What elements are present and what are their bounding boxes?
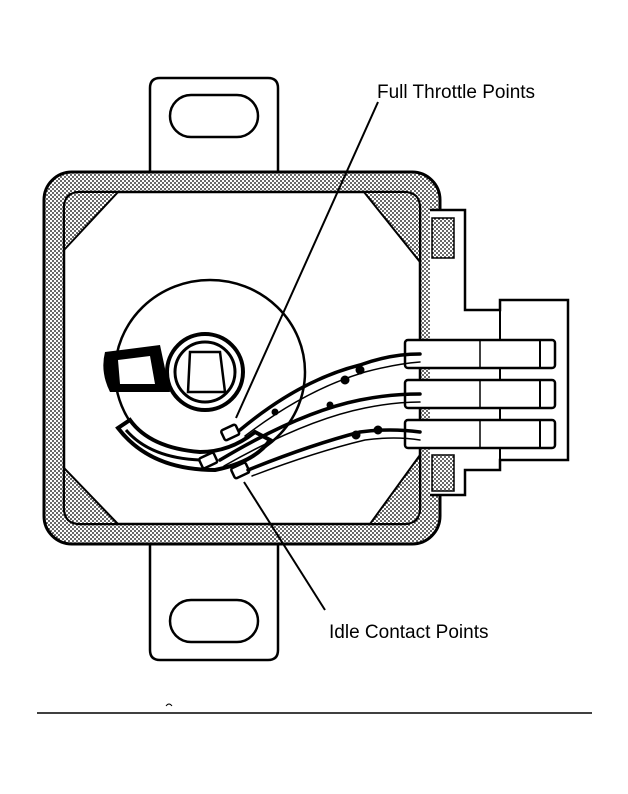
bottom-mounting-tab [148,535,280,662]
scan-mark [165,703,173,707]
wiring-traces [218,352,422,477]
full-throttle-label: Full Throttle Points [377,82,535,103]
corner-gusset-top-right [361,191,421,265]
full-throttle-leader-line [235,101,379,419]
contact-points [198,423,251,480]
corner-gusset-top-left [63,191,121,253]
wiper-arm [115,417,273,473]
idle-contact-label: Idle Contact Points [329,622,488,643]
top-mounting-tab [148,76,280,180]
corner-gusset-bottom-left [63,465,121,525]
bottom-mounting-hole [168,598,260,644]
full-throttle-contact [220,423,241,442]
idle-contact [230,461,251,480]
hub-key [186,350,227,394]
corner-gusset-bottom-right [368,451,421,525]
top-mounting-hole [168,93,260,139]
electrical-connector [403,208,570,497]
idle-contact-leader-line [243,481,326,611]
middle-contact [198,451,219,470]
connector-latch-bottom [431,454,455,492]
connector-latch-top [431,217,455,259]
